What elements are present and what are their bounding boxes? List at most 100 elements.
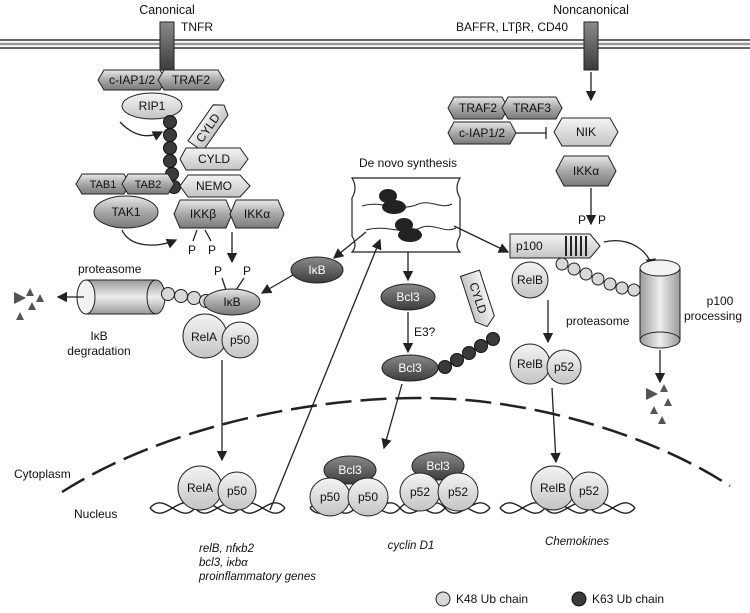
degradation-fragments-left: [14, 288, 44, 320]
ikkb-p1: P: [188, 243, 196, 257]
bcl3-nucleus-left-label: Bcl3: [338, 463, 362, 477]
denovo-box: [350, 177, 462, 253]
bcl3-nucleus-right: [411, 451, 465, 481]
tak1-label: TAK1: [111, 205, 140, 219]
relb-nucleus-label: RelB: [540, 481, 566, 495]
noncanonical-receptor: [583, 21, 599, 71]
genes-mid: cyclin D1: [388, 540, 435, 552]
genes-left-2: bcl3, iκbα: [199, 557, 248, 569]
legend-k63-label: K63 Ub chain: [592, 592, 664, 606]
p100-box: [509, 233, 601, 259]
ribosome-mrna: [361, 189, 457, 242]
processing-label-2: processing: [684, 309, 742, 323]
genes-left-3: proinflammatory genes: [198, 571, 316, 583]
rip1: [121, 92, 183, 120]
p50-nucleus-b-label: p50: [358, 490, 378, 504]
k48-chain-p100: [555, 257, 641, 297]
p52-nucleus-label: p52: [579, 484, 599, 498]
relb-p100-label: RelB: [517, 273, 543, 287]
nik-box: [553, 117, 619, 147]
p52-nucleus-b: [437, 472, 479, 512]
traf2-label: TRAF2: [172, 73, 210, 87]
cyld-box: [179, 147, 249, 171]
proteasome-nc-label: proteasome: [566, 314, 630, 328]
p50-cytoplasm-label: p50: [230, 333, 250, 347]
p50-nucleus-b: [347, 477, 389, 517]
rela-cytoplasm-label: RelA: [191, 330, 217, 344]
ikb-canonical-label: IκB: [223, 295, 240, 309]
nucleus-label: Nucleus: [74, 507, 117, 521]
bcl3-ubiquitinated-label: Bcl3: [398, 361, 422, 375]
ikb-canonical: [203, 288, 261, 316]
bcl3-denovo-label: Bcl3: [396, 290, 420, 304]
p52-nucleus-a-label: p52: [410, 485, 430, 499]
plasma-membrane: [0, 39, 750, 49]
cyld-denovo: CYLD: [459, 269, 495, 328]
p50-nucleus-a-label: p50: [320, 490, 340, 504]
processing-label-1: p100: [707, 294, 734, 308]
cytoplasm-label: Cytoplasm: [14, 467, 71, 481]
noncanonical-receptor-label: BAFFR, LTβR, CD40: [456, 20, 568, 34]
tab1-label: TAB1: [90, 179, 117, 191]
ikb-p2: P: [243, 264, 251, 278]
e3-label: E3?: [414, 325, 436, 339]
ciap-label: c-IAP1/2: [109, 73, 155, 87]
traf3-nc-label: TRAF3: [513, 101, 551, 115]
ikka-label: IKKα: [244, 207, 270, 221]
p50-cytoplasm: [221, 321, 259, 359]
ikb-p1: P: [214, 264, 222, 278]
genes-right: Chemokines: [545, 536, 609, 548]
tab2-label: TAB2: [135, 179, 162, 191]
legend-k48-swatch: [435, 591, 451, 607]
traf2-nc-label: TRAF2: [459, 101, 497, 115]
genes-left-1: relB, nfκb2: [199, 543, 255, 555]
p50-nucleus-label: p50: [227, 484, 247, 498]
ciap-traf2-complex: c-IAP1/2 TRAF2: [97, 69, 225, 91]
ikb-denovo: [290, 256, 344, 284]
p52-nucleus: [569, 471, 609, 511]
legend-k48-label: K48 Ub chain: [456, 592, 528, 606]
relb-cytoplasm-label: RelB: [517, 357, 543, 371]
tab1-box: [75, 173, 131, 195]
ikka-box: [229, 199, 285, 229]
nuclear-membrane: [61, 396, 731, 494]
nik-label: NIK: [576, 125, 596, 139]
k63-chain-bcl3: [438, 332, 500, 374]
p100-label: p100: [516, 239, 543, 253]
p50-nucleus: [217, 471, 257, 511]
ciap-nc-label: c-IAP1/2: [459, 126, 505, 140]
cyld-label: CYLD: [198, 152, 230, 166]
denovo-title: De novo synthesis: [359, 156, 457, 170]
degradation-label-2: degradation: [67, 344, 130, 358]
tab2-box: [121, 173, 175, 195]
proteasome-canonical: [76, 279, 166, 315]
nemo-box: [179, 174, 251, 198]
degradation-fragments-right: [646, 384, 672, 424]
traf-complex: TRAF2 TRAF3 c-IAP1/2: [447, 96, 563, 145]
p52-cytoplasm-label: p52: [554, 360, 574, 374]
p100-p1: P: [578, 213, 586, 227]
p52-nucleus-b-label: p52: [448, 485, 468, 499]
rip1-label: RIP1: [139, 99, 166, 113]
bcl3-denovo: [380, 283, 436, 311]
p100-p2: P: [598, 213, 606, 227]
ikb-denovo-label: IκB: [308, 263, 325, 277]
tnfr-receptor: [159, 21, 175, 71]
bcl3-nucleus-left: [323, 455, 377, 485]
cyld-diagonal: CYLD: [187, 104, 229, 152]
relb-p100: [511, 261, 549, 299]
nemo-label: NEMO: [196, 179, 232, 193]
bcl3-nucleus-right-label: Bcl3: [426, 459, 450, 473]
proteasome-canonical-label: proteasome: [78, 262, 142, 276]
bcl3-ubiquitinated: [381, 354, 439, 382]
tnfr-label: TNFR: [181, 20, 213, 34]
legend-k63-swatch: [571, 591, 587, 607]
canonical-header: Canonical: [139, 3, 195, 17]
ikkb-label: IKKβ: [190, 207, 216, 221]
p52-cytoplasm: [546, 349, 582, 385]
ikka-nc-label: IKKα: [573, 164, 599, 178]
legend: K48 Ub chain K63 Ub chain: [435, 591, 664, 607]
proteasome-noncanonical: [639, 259, 681, 349]
degradation-label-1: IκB: [90, 329, 107, 343]
